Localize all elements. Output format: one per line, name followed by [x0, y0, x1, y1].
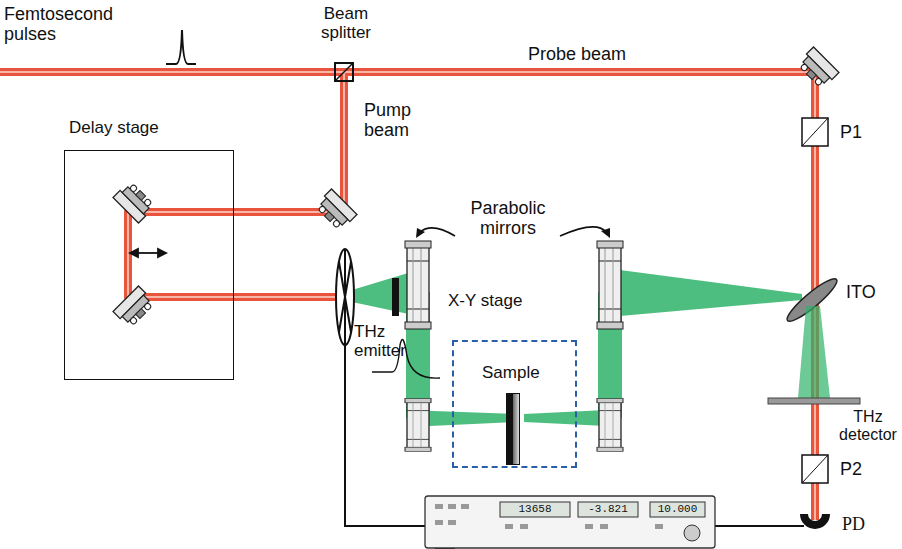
polarizer-label: P1: [840, 122, 880, 142]
display-reading: 13658: [502, 503, 568, 516]
component-label: ITO: [846, 282, 896, 302]
beam-label: Probe beam: [528, 44, 648, 64]
node-title: Delay stage: [69, 119, 159, 138]
sample-slab: [506, 393, 520, 465]
display-reading: -3.821: [580, 503, 636, 516]
photodiode-label: PD: [842, 514, 882, 534]
component-label: Beam splitter: [308, 4, 384, 42]
node-title: Sample: [482, 364, 540, 383]
beam-label: Pump beam: [364, 100, 424, 140]
display-reading: 10.000: [652, 503, 703, 516]
node-title: X-Y stage: [448, 292, 522, 311]
component-label: THz detector: [836, 408, 900, 444]
component-label: Parabolic mirrors: [448, 198, 568, 238]
component-label: THz emitter: [354, 322, 410, 360]
polarizer-label: P2: [840, 459, 880, 479]
xy-stage-box: X-Y stageSample: [452, 340, 577, 468]
laser-label: Femtosecond pulses: [4, 4, 144, 44]
delay-stage-box: Delay stage: [64, 150, 234, 380]
sample-holder: Sample: [482, 364, 552, 464]
